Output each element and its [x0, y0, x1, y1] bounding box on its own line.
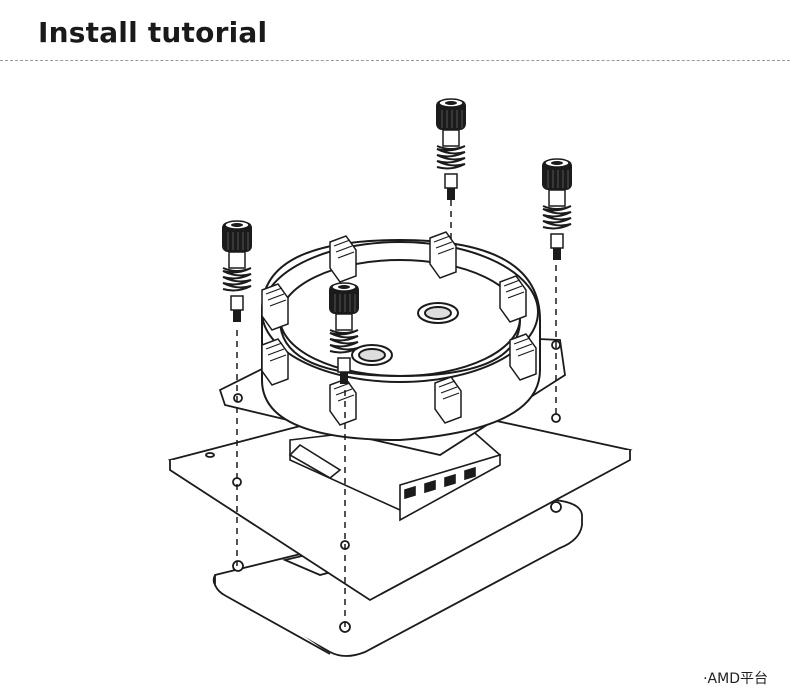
alignment-guides — [236, 200, 557, 627]
cpu-socket — [288, 419, 502, 522]
title-divider — [0, 60, 790, 61]
platform-caption: ·AMD平台 — [703, 671, 768, 687]
page-title: Install tutorial — [38, 16, 268, 49]
water-block — [261, 231, 541, 442]
